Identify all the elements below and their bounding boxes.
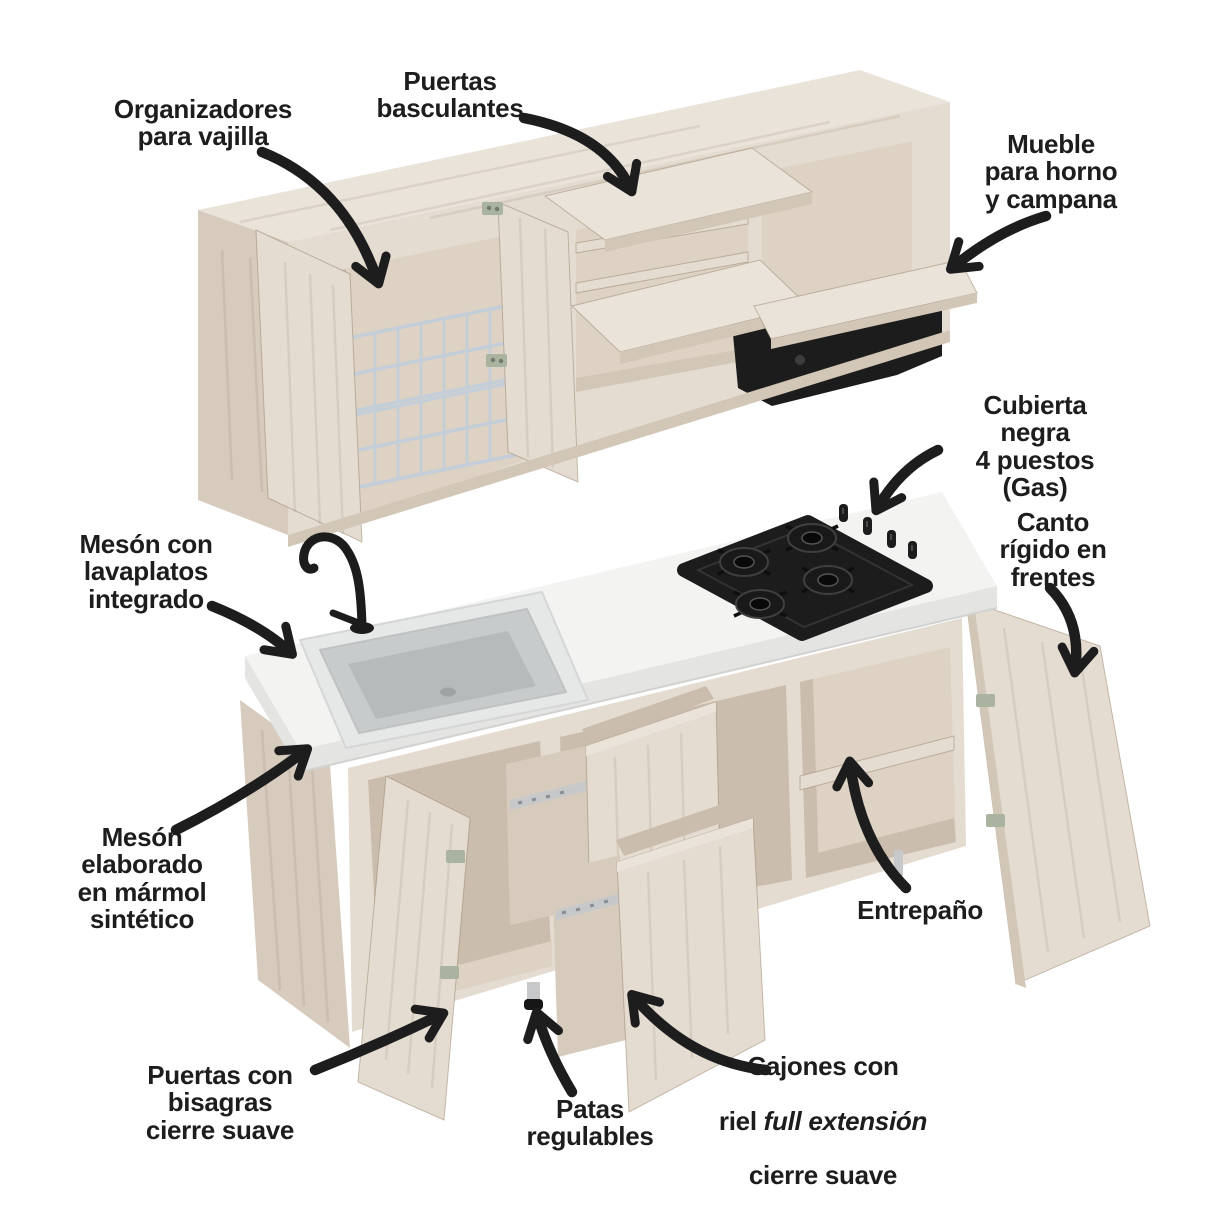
label-puertas-bisagras: Puertas con bisagras cierre suave: [145, 1060, 295, 1145]
faucet-spout: [299, 532, 367, 631]
countertop-left-edge: [245, 656, 300, 772]
upper-bottom-edge: [288, 330, 950, 547]
rail-bearings: [561, 899, 609, 915]
arrow-canto: [1044, 582, 1099, 678]
faucet: [299, 532, 374, 634]
arrow-meson-lavaplatos: [206, 600, 297, 659]
upper-door-left: [255, 229, 363, 543]
label-meson-lavaplatos: Mesón con lavaplatos integrado: [79, 529, 213, 614]
upper-shelf-2: [575, 251, 749, 294]
drawer-lower: [552, 798, 766, 1113]
rear-leg: [894, 850, 903, 876]
base-door-left-hinges: [440, 850, 465, 979]
hood-button: [795, 355, 805, 365]
label-mueble-horno: Mueble para horno y campana: [984, 129, 1118, 214]
burner: [733, 589, 787, 619]
arrow-mueble-horno: [945, 210, 1052, 274]
label-cubierta: Cubierta negra 4 puestos (Gas): [975, 390, 1095, 502]
base-left-side-panel: [240, 700, 350, 1048]
cajones-line2-italic: full extensión: [763, 1105, 928, 1136]
label-cajones: Cajones con riel full extensión cierre s…: [719, 1026, 927, 1190]
arrow-patas: [523, 1007, 578, 1098]
upper-middle-floor: [576, 348, 748, 392]
arrow-cajones: [627, 989, 772, 1076]
upper-door-hinges: [482, 202, 507, 367]
drawer-upper-front-edge: [586, 702, 716, 756]
sink-bottom: [348, 631, 536, 719]
wood-grain: [1002, 627, 1122, 953]
drawer-lower-box: [616, 798, 748, 856]
wood-grain: [518, 217, 555, 469]
drawer-upper-box: [582, 686, 714, 742]
arrow-puertas-bisagras: [309, 1004, 449, 1076]
sink-drain: [440, 687, 456, 697]
callout-arrows: [170, 112, 1099, 1098]
counter-edge-line: [299, 607, 998, 773]
tilting-door-right-edge: [771, 293, 977, 349]
drawer-lower-front-edge: [617, 818, 753, 872]
gas-cooktop: [677, 504, 933, 641]
drawer-lower-rail: [556, 893, 622, 920]
countertop: [245, 492, 998, 773]
faucet-lever: [329, 609, 360, 626]
arrow-puertas-basculantes: [518, 112, 642, 197]
burner: [717, 547, 771, 577]
burners: [717, 523, 855, 619]
base-door-right-hinges: [976, 694, 1005, 827]
arrow-meson-marmol: [170, 744, 313, 836]
cooktop-knobs: [839, 504, 917, 559]
tilting-door-upper-edge: [605, 192, 812, 252]
drawer-lower-side: [552, 855, 626, 1057]
wood-grain: [220, 114, 901, 493]
wood-grain: [283, 261, 345, 535]
burner: [801, 565, 855, 595]
upper-door-left-2: [497, 201, 579, 483]
cajones-line3: cierre suave: [748, 1160, 898, 1191]
cajones-line1: Cajones con: [747, 1051, 899, 1082]
upper-wall-cabinet: [198, 70, 978, 547]
label-patas: Patas regulables: [526, 1094, 654, 1152]
burner: [785, 523, 839, 553]
adjustable-leg: [524, 982, 543, 1010]
label-organizadores: Organizadores para vajilla: [113, 94, 293, 152]
label-puertas-basculantes: Puertas basculantes: [376, 66, 524, 124]
rail-bearings: [517, 790, 565, 805]
arrow-cubierta: [869, 444, 944, 516]
arrow-entrepano: [832, 756, 912, 894]
label-canto: Canto rígido en frentes: [999, 507, 1107, 592]
label-meson-marmol: Mesón elaborado en mármol sintético: [77, 822, 207, 934]
wood-grain: [646, 845, 730, 1081]
cajones-line2-prefix: riel: [718, 1105, 764, 1136]
label-entrepano: Entrepaño: [857, 895, 983, 925]
upper-top-face: [198, 70, 950, 242]
base-cabinet: [240, 599, 1151, 1121]
arrow-organizadores: [256, 146, 391, 289]
